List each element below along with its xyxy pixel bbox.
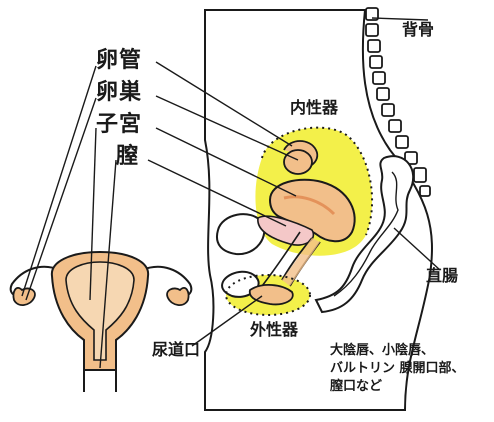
front-view-uterus (11, 252, 192, 392)
label-uterus: 子宮 (96, 114, 142, 136)
label-internal-genitals: 内性器 (290, 100, 338, 116)
label-vagina: 膣 (116, 146, 139, 168)
ovary-shape (284, 150, 312, 174)
external-note-line-3: 膣口など (330, 380, 382, 393)
label-external-genitals: 外性器 (250, 322, 298, 338)
label-spine: 背骨 (402, 22, 434, 38)
label-urethral-opening: 尿道口 (152, 342, 200, 358)
label-ovary: 卵巣 (96, 82, 142, 104)
label-oviduct: 卵管 (96, 50, 142, 72)
label-rectum: 直腸 (426, 268, 458, 284)
external-note-line-2: バルトリン 腺開口部、 (330, 362, 465, 375)
external-note-line-1: 大陰唇、小陰唇、 (330, 344, 434, 357)
